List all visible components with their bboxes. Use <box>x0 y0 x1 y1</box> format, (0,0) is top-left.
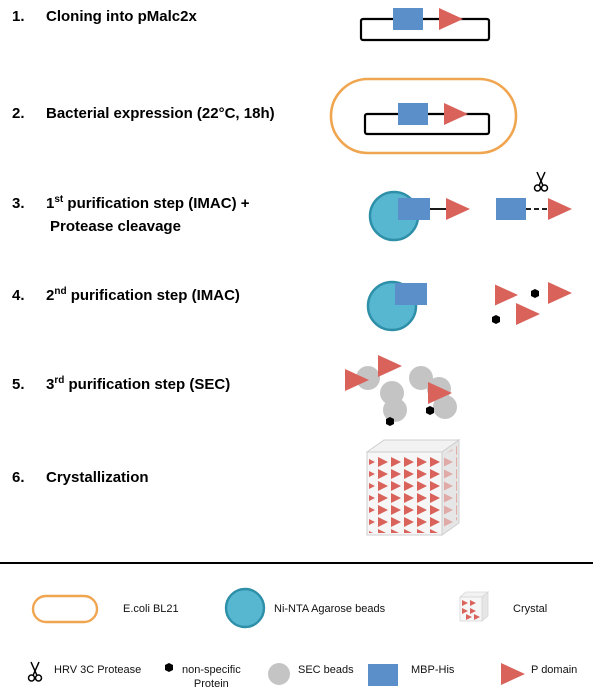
mbp-his-icon <box>368 664 398 686</box>
mbp-his-icon <box>398 103 428 125</box>
step-number: 6. <box>12 469 25 486</box>
mbp-his-icon <box>398 198 430 220</box>
step-number: 4. <box>12 287 25 304</box>
step-number: 3. <box>12 195 25 212</box>
flow-through-group <box>492 282 572 325</box>
p-domain-icon <box>548 198 572 220</box>
p-domain-icon <box>548 282 572 304</box>
legend-label-sec: SEC beads <box>298 664 354 676</box>
crystal-cube-icon <box>365 439 461 536</box>
protein-dot-icon <box>426 406 434 415</box>
protein-dot-icon <box>386 417 394 426</box>
nta-bead-icon <box>224 587 266 629</box>
p-domain-icon <box>439 8 463 30</box>
scissors-icon <box>27 661 43 682</box>
step-label: purification step (SEC) <box>64 376 231 393</box>
step-ordinal: 1 <box>46 195 55 212</box>
sec-bead-icon <box>356 366 380 390</box>
step-number: 1. <box>12 8 25 25</box>
plasmid-icon <box>359 8 491 42</box>
protein-dot-icon <box>492 315 500 324</box>
p-domain-icon <box>444 103 468 125</box>
step-ordinal-suffix: st <box>54 194 64 205</box>
mbp-his-icon <box>395 283 427 305</box>
legend-label-protease: HRV 3C Protease <box>54 664 142 676</box>
sec-bead-icon <box>383 398 407 422</box>
legend-label-pdomain: P domain <box>531 664 578 676</box>
sec-bead-icon <box>409 366 433 390</box>
step-label: purification step (IMAC) <box>66 287 240 304</box>
sec-bead-icon <box>433 395 457 419</box>
legend-label-nonspecific: non-specific Protein <box>182 663 241 691</box>
mbp-his-icon <box>496 198 526 220</box>
nta-bead-bound-group <box>368 190 470 242</box>
crystal-cube-icon <box>458 591 490 622</box>
step-ordinal: 2 <box>46 287 55 304</box>
cleavage-group <box>496 171 572 220</box>
legend-label-nonspecific-line2: Protein <box>193 678 229 690</box>
protein-dot-icon <box>531 289 539 298</box>
legend-label-crystal: Crystal <box>513 603 548 615</box>
step-label: Cloning into pMalc2x <box>46 8 197 25</box>
sec-cluster <box>345 355 457 426</box>
legend-label-nonspecific-line1: non-specific <box>182 664 241 676</box>
step-label: purification step (IMAC) + <box>63 195 250 212</box>
p-domain-icon <box>501 663 525 685</box>
p-domain-icon <box>378 355 402 377</box>
legend-label-mbp: MBP-His <box>411 664 455 676</box>
step-number: 2. <box>12 105 25 122</box>
p-domain-icon <box>446 198 470 220</box>
legend-label-nta: Ni-NTA Agarose beads <box>274 603 386 615</box>
p-domain-icon <box>495 284 518 306</box>
step-label: Crystallization <box>46 469 149 486</box>
step-ordinal-suffix: rd <box>54 375 65 386</box>
step-label: Bacterial expression (22°C, 18h) <box>46 105 275 122</box>
legend-label-ecoli: E.coli BL21 <box>123 603 179 615</box>
protein-dot-icon <box>165 663 173 672</box>
ecoli-capsule-icon <box>31 594 99 624</box>
step-ordinal: 3 <box>46 376 55 393</box>
step-ordinal-suffix: nd <box>54 286 67 297</box>
sec-bead-icon <box>268 663 290 685</box>
scissors-icon <box>533 171 549 192</box>
step-number: 5. <box>12 376 25 393</box>
mbp-his-icon <box>393 8 423 30</box>
step-label-line2: Protease cleavage <box>50 218 181 235</box>
nta-bead-bound-group <box>366 280 427 332</box>
p-domain-icon <box>516 303 540 325</box>
ecoli-capsule-icon <box>329 77 518 155</box>
